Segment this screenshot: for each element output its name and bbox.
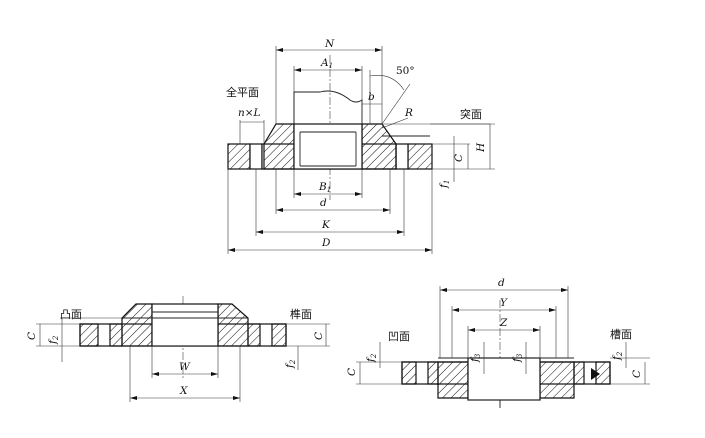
label-b: b (368, 91, 375, 103)
label-C-top: C (453, 154, 465, 162)
label-f3-b: f3 (511, 353, 524, 363)
top-bore (293, 123, 363, 170)
top-hub-left (263, 123, 295, 170)
label-f2-bl-right: f2 (284, 359, 297, 369)
label-f3-a: f3 (469, 353, 482, 363)
label-f2-bl: f2 (47, 335, 60, 345)
label-full-face: 全平面 (226, 85, 259, 99)
label-Y: Y (500, 297, 508, 309)
label-B1: B1 (318, 181, 331, 194)
label-W: W (179, 361, 191, 373)
label-nxL: n×L (238, 107, 261, 119)
label-Z: Z (499, 317, 508, 329)
top-plate-right (407, 143, 433, 170)
label-H: H (475, 142, 487, 153)
label-male-face: 凸面 (60, 308, 82, 321)
label-f1: f1 (438, 180, 451, 189)
label-X: X (179, 385, 188, 397)
label-f2-br: f2 (365, 353, 378, 363)
label-R: R (404, 107, 413, 119)
top-plate-left (227, 143, 251, 170)
label-N: N (324, 38, 335, 50)
label-angle: 50° (396, 65, 415, 77)
top-pipe-stub (293, 90, 363, 124)
label-d-br: d (498, 277, 505, 289)
bottom-left-flange-view: 凸面 榫面 C f2 C f2 W X (26, 296, 330, 402)
label-female-face: 凹面 (388, 330, 410, 343)
label-d-top: d (320, 197, 327, 209)
label-K: K (321, 219, 331, 231)
bl-hub-right (217, 303, 249, 347)
label-f2-br-right: f2 (611, 351, 624, 361)
br-hub-left (437, 361, 469, 399)
top-bolt-hole-right (395, 143, 409, 170)
label-C-br-right: C (631, 370, 643, 378)
label-groove-face: 槽面 (610, 328, 632, 341)
br-hub-right (539, 361, 575, 399)
label-C-bl: C (26, 332, 38, 340)
label-raised-face: 突面 (460, 107, 482, 121)
br-groove-mark (591, 368, 600, 380)
label-C-bl-right: C (313, 332, 325, 340)
label-D: D (321, 237, 331, 249)
bl-hub-left (121, 303, 153, 347)
top-bolt-hole-left (249, 143, 263, 170)
label-tongue-face: 榫面 (290, 307, 312, 321)
bottom-right-flange-view: 凹面 槽面 d Y Z C f2 f3 f3 (346, 277, 650, 408)
label-C-br: C (346, 368, 358, 376)
label-A1: A1 (320, 57, 333, 70)
top-flange-view: N A1 50° b R 突面 全平面 n×L C H (226, 38, 495, 254)
top-hub-right (361, 123, 397, 170)
